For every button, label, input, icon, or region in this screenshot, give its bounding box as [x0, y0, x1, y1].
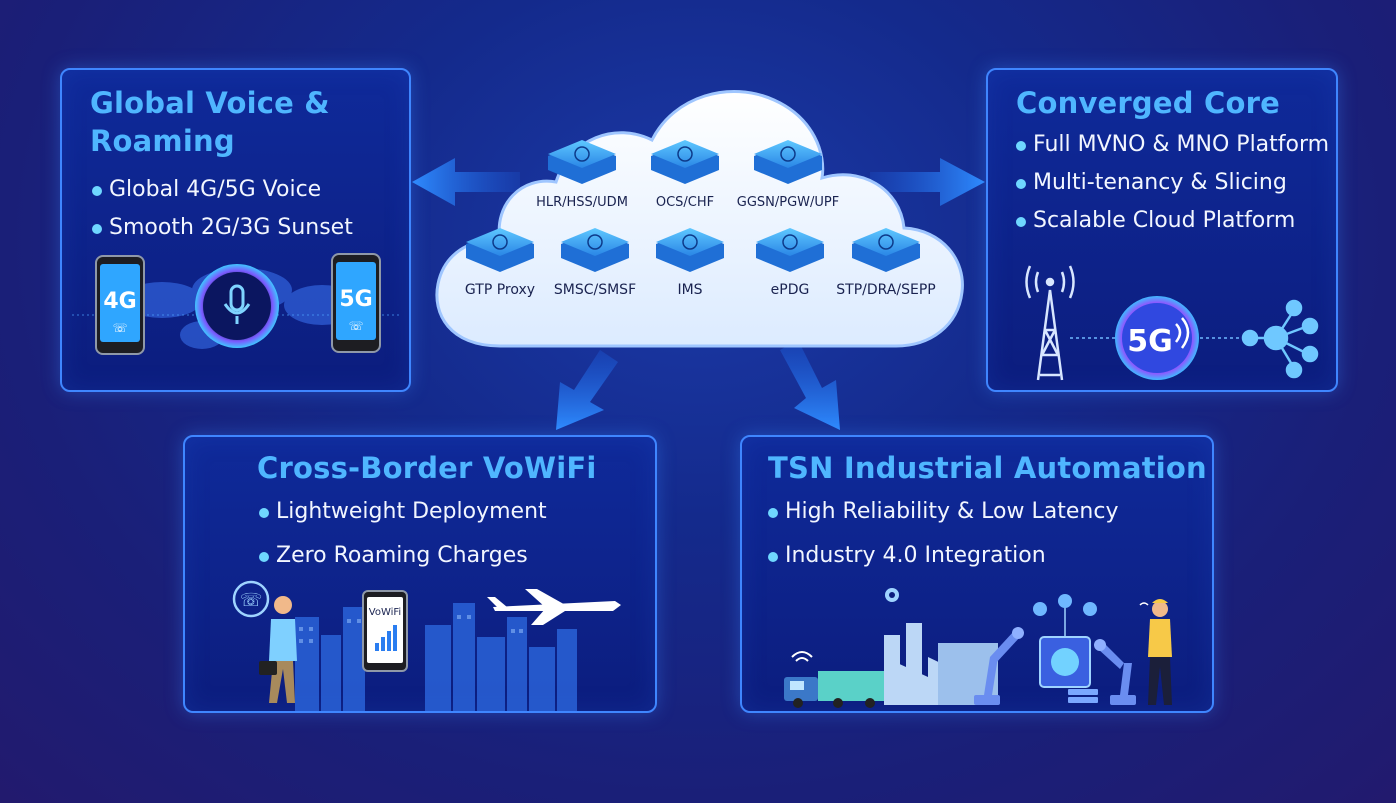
cloud-module-ims: IMS [656, 228, 724, 298]
cloud-module-label: GTP Proxy [465, 282, 535, 298]
module-top [656, 228, 724, 256]
airplane-icon [487, 589, 621, 625]
panel-title-tsn: TSN Industrial Automation [768, 451, 1207, 485]
charging-icon [677, 146, 693, 162]
bullet-list-vowifi: Lightweight Deployment Zero Roaming Char… [259, 497, 547, 585]
smartphone-icon: VoWiFi [362, 590, 408, 672]
panel-title-voice: Global Voice & Roaming [90, 86, 330, 158]
bullet-core-2: Multi-tenancy & Slicing [1016, 168, 1331, 198]
cloud-module-smsc-smsf: SMSC/SMSF [554, 228, 636, 298]
module-top [852, 228, 920, 256]
cloud-module-ggsn-pgw-upf: GGSN/PGW/UPF [737, 140, 839, 210]
bullet-tsn-1: High Reliability & Low Latency [768, 497, 1118, 527]
bullet-voice-1: Global 4G/5G Voice [92, 175, 353, 205]
cloud-module-label: HLR/HSS/UDM [536, 195, 628, 210]
network-node-icon [574, 146, 590, 162]
cloud-module-label: GGSN/PGW/UPF [737, 195, 839, 210]
cloud-module-epdg: ePDG [756, 228, 824, 298]
cloud-module-label: OCS/CHF [656, 195, 714, 210]
network-hub-icon [1241, 299, 1319, 379]
core-cloud: HLR/HSS/UDM OCS/CHF GGSN/PGW/UPF GTP Proxy S… [435, 90, 964, 348]
traveler-person-icon [259, 596, 297, 703]
message-icon [587, 234, 603, 250]
arrow-right [870, 158, 985, 206]
arrow-down-left [556, 350, 618, 430]
bullet-core-1: Full MVNO & MNO Platform [1016, 130, 1331, 160]
phone-4g-icon: 4G ☏ [95, 255, 145, 355]
bullet-core-3: Scalable Cloud Platform [1016, 206, 1331, 236]
engineer-person-icon [1139, 599, 1172, 705]
cloud-module-gtp-proxy: GTP Proxy [465, 228, 535, 298]
module-top [561, 228, 629, 256]
bullet-vowifi-2: Zero Roaming Charges [259, 541, 547, 571]
module-top [466, 228, 534, 256]
cloud-module-label: SMSC/SMSF [554, 282, 636, 298]
bullet-voice-2: Smooth 2G/3G Sunset [92, 213, 353, 243]
panel-title-vowifi: Cross-Border VoWiFi [257, 451, 597, 485]
bullet-vowifi-1: Lightweight Deployment [259, 497, 547, 527]
bullet-list-tsn: High Reliability & Low Latency Industry … [768, 497, 1118, 585]
server-rack-icon [1068, 689, 1098, 703]
5g-badge-icon: 5G [1115, 296, 1199, 380]
routing-icon [878, 234, 894, 250]
city-skyline-icon [295, 603, 577, 711]
phone-5g-icon: 5G ☏ [331, 253, 381, 353]
svg-text:☏: ☏ [240, 590, 263, 611]
arrow-left [412, 158, 520, 206]
phone-4g-label: 4G [103, 289, 136, 314]
cloud-module-stp-dra-sepp: STP/DRA/SEPP [836, 228, 936, 298]
cell-tower-icon [1025, 265, 1075, 381]
panel-title-core: Converged Core [1016, 86, 1280, 120]
panel-tsn-industrial-automation: TSN Industrial Automation High Reliabili… [740, 435, 1214, 713]
call-bubble-icon: ☏ [232, 580, 270, 618]
core-5g-label: 5G [1127, 324, 1173, 359]
core-illustration: 5G [1025, 265, 1319, 381]
cloud-module-hlr-hss-udm: HLR/HSS/UDM [536, 140, 628, 210]
vowifi-illustration: ☏ VoWiFi [232, 580, 621, 711]
wifi-gateway-icon [782, 234, 798, 250]
module-top [754, 140, 822, 168]
panel-converged-core: Converged Core Full MVNO & MNO Platform … [986, 68, 1338, 392]
control-cube-icon [1033, 594, 1097, 688]
robot-arm-right-icon [1094, 639, 1136, 705]
arrow-down-right [780, 340, 840, 430]
vowifi-phone-label: VoWiFi [369, 607, 401, 618]
svg-text:☏: ☏ [112, 321, 127, 335]
truck-icon [784, 651, 884, 708]
svg-text:☏: ☏ [348, 319, 363, 333]
phone-5g-label: 5G [339, 287, 372, 312]
proxy-icon [492, 234, 508, 250]
bullet-list-voice: Global 4G/5G Voice Smooth 2G/3G Sunset [92, 175, 353, 251]
cloud-module-label: ePDG [771, 282, 810, 298]
gateway-icon [780, 146, 796, 162]
bullet-list-core: Full MVNO & MNO Platform Multi-tenancy &… [1016, 130, 1331, 244]
microphone-icon [195, 264, 279, 348]
tsn-illustration [784, 588, 1172, 708]
panel-cross-border-vowifi: Cross-Border VoWiFi Lightweight Deployme… [183, 435, 657, 713]
cloud-module-ocs-chf: OCS/CHF [651, 140, 719, 210]
factory-icon [884, 623, 998, 705]
module-top [548, 140, 616, 168]
bullet-tsn-2: Industry 4.0 Integration [768, 541, 1118, 571]
panel-global-voice-roaming: Global Voice & Roaming Global 4G/5G Voic… [60, 68, 411, 392]
cloud-module-label: STP/DRA/SEPP [836, 282, 935, 298]
ims-icon [682, 234, 698, 250]
robot-arm-icon [974, 627, 1024, 705]
gear-icon [885, 588, 899, 602]
module-top [651, 140, 719, 168]
cloud-module-label: IMS [677, 282, 702, 298]
module-top [756, 228, 824, 256]
voice-illustration: 4G ☏ 5G ☏ [72, 253, 402, 355]
